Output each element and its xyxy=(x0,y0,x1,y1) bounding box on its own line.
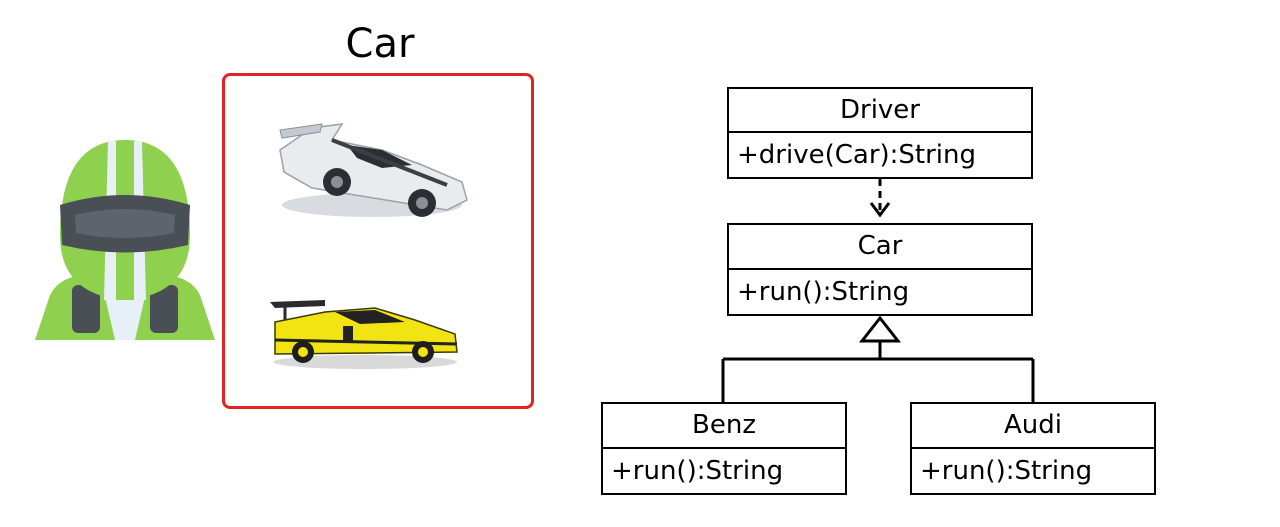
driver-helmet-icon xyxy=(35,140,215,340)
car-group-title: Car xyxy=(345,21,415,67)
uml-class-name: Car xyxy=(729,225,1031,270)
uml-class-method: +drive(Car):String xyxy=(737,140,977,170)
uml-class-driver: Driver +drive(Car):String xyxy=(727,87,1033,179)
uml-class-name: Audi xyxy=(912,404,1154,449)
uml-class-method: +run():String xyxy=(920,456,1093,486)
yellow-race-car-image xyxy=(270,300,458,369)
uml-class-method: +run():String xyxy=(737,277,910,307)
car-group-box xyxy=(222,73,534,409)
white-sports-car-image xyxy=(279,123,468,217)
uml-class-car: Car +run():String xyxy=(727,223,1033,316)
inheritance-triangle xyxy=(858,315,902,343)
uml-class-name: Driver xyxy=(729,89,1031,133)
uml-class-benz: Benz +run():String xyxy=(601,402,847,495)
uml-class-name: Benz xyxy=(603,404,845,449)
uml-class-method: +run():String xyxy=(611,456,784,486)
dependency-arrowhead xyxy=(869,202,891,218)
uml-class-audi: Audi +run():String xyxy=(910,402,1156,495)
